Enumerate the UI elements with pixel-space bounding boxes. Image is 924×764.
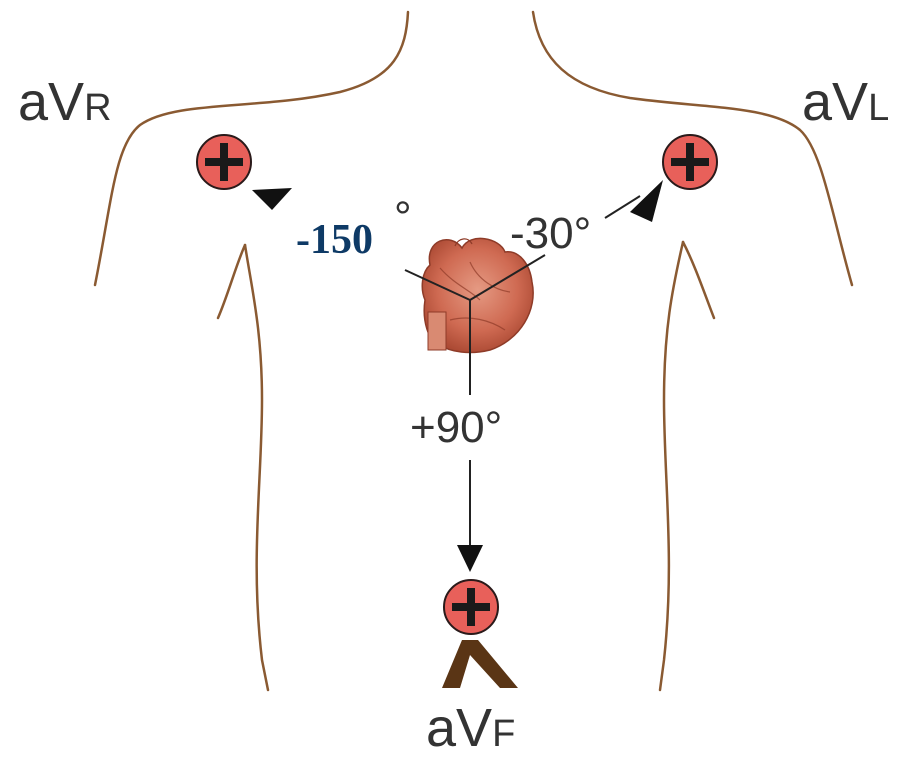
electrode-avr	[197, 135, 251, 189]
arrowhead-avl	[630, 180, 663, 222]
lead-label-avl-main: aV	[802, 72, 868, 132]
lead-label-avf-sub: F	[492, 713, 515, 755]
arrowhead-avr	[252, 188, 292, 210]
plus-electrode-icon	[444, 580, 498, 634]
torso-left	[245, 245, 268, 690]
armpit-right	[683, 242, 714, 318]
vector-avl-arrow-shaft	[605, 196, 640, 218]
lead-label-avl: aVL	[802, 72, 889, 132]
lead-label-avr-sub: R	[84, 87, 111, 129]
leg-marker-icon	[442, 640, 518, 688]
plus-electrode-icon	[197, 135, 251, 189]
arrowhead-avf	[457, 545, 483, 572]
lead-label-avl-sub: L	[868, 87, 889, 129]
lead-label-avf-main: aV	[426, 698, 492, 758]
angle-label-avl: -30°	[510, 209, 591, 258]
electrode-avl	[663, 135, 717, 189]
plus-electrode-icon	[663, 135, 717, 189]
angle-label-avr-degree: °	[394, 193, 412, 242]
lead-label-avr: aVR	[18, 72, 112, 132]
torso-right	[660, 242, 683, 690]
angle-label-avr-overlay: -150	[296, 217, 373, 263]
lead-label-avr-main: aV	[18, 72, 84, 132]
electrode-avf	[444, 580, 498, 634]
armpit-left	[218, 245, 245, 318]
angle-label-avf: +90°	[410, 403, 502, 452]
lead-label-avf: aVF	[426, 698, 515, 758]
